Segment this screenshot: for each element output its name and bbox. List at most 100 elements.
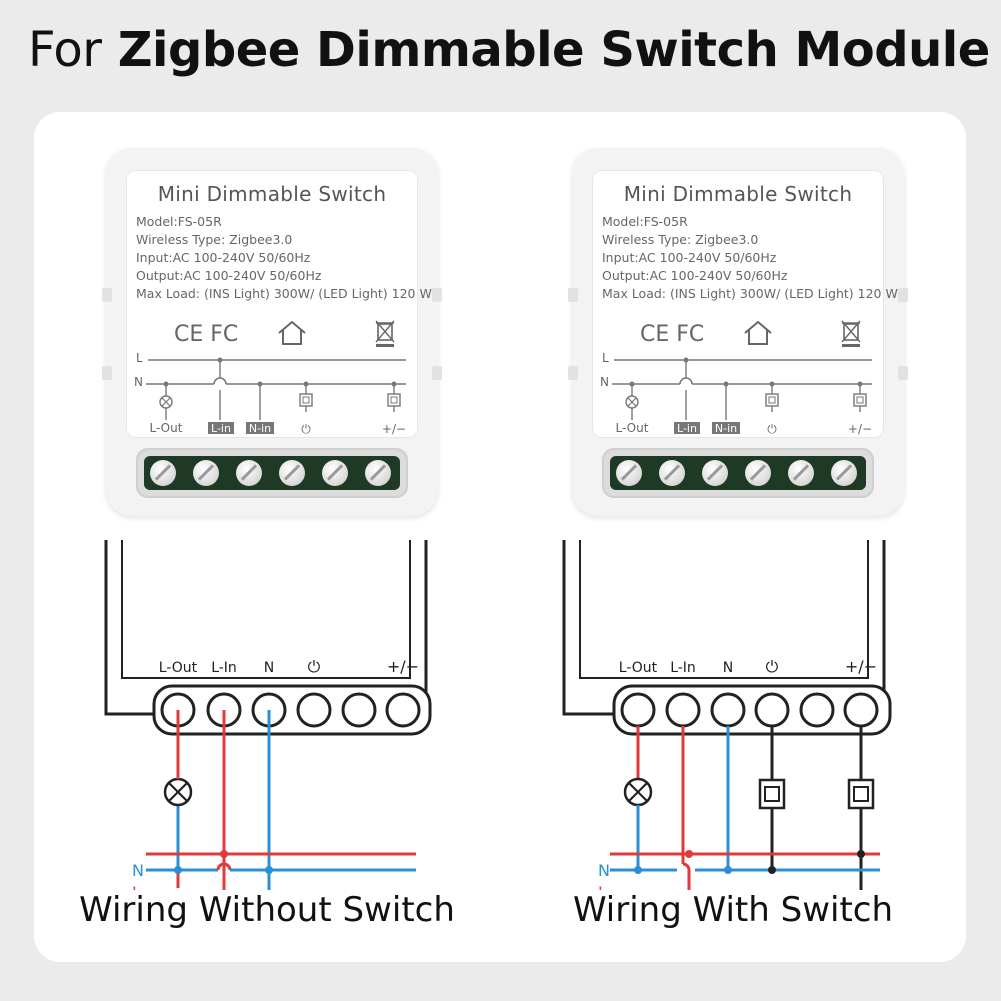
- terminal-label-lout: L-Out: [619, 660, 658, 676]
- mount-tab: [568, 288, 578, 302]
- terminal-screw: [831, 460, 857, 486]
- lamp-icon: [623, 777, 653, 807]
- product-label: Mini Dimmable Switch Model:FS-05R Wirele…: [126, 170, 432, 438]
- spec-maxload: Max Load: (INS Light) 300W/ (LED Light) …: [136, 286, 432, 301]
- label-title: Mini Dimmable Switch: [157, 182, 387, 206]
- schematic-line-n: N: [600, 375, 609, 389]
- terminal-block-insert: [144, 456, 400, 490]
- spec-input: Input:AC 100-240V 50/60Hz: [602, 250, 777, 265]
- module-inner-outline: [579, 540, 869, 679]
- terminal-screw: [745, 460, 771, 486]
- switch-module: Mini Dimmable Switch Model:FS-05R Wirele…: [568, 148, 908, 516]
- product-card: Mini Dimmable Switch Model:FS-05R Wirele…: [34, 112, 966, 962]
- spec-output: Output:AC 100-240V 50/60Hz: [136, 268, 322, 283]
- push-button-icon: [758, 778, 786, 810]
- push-button-icon: [847, 778, 875, 810]
- schematic-term-lout: L-Out: [616, 421, 649, 435]
- spec-input: Input:AC 100-240V 50/60Hz: [136, 250, 311, 265]
- panel-without-switch: Mini Dimmable Switch Model:FS-05R Wirele…: [34, 112, 500, 962]
- lamp-icon: [163, 777, 193, 807]
- product-label: Mini Dimmable Switch Model:FS-05R Wirele…: [592, 170, 898, 438]
- spec-model: Model:FS-05R: [136, 214, 222, 229]
- terminal-plus-minus: [385, 692, 421, 728]
- schematic-term-power: ⏻: [301, 422, 311, 436]
- bus-label-n: N: [132, 861, 144, 880]
- mount-tab: [432, 288, 442, 302]
- spec-wireless: Wireless Type: Zigbee3.0: [136, 232, 293, 247]
- schematic-term-lout: L-Out: [150, 421, 183, 435]
- schematic-line-l: L: [602, 351, 609, 365]
- schematic-line-l: L: [136, 351, 143, 365]
- spec-model: Model:FS-05R: [602, 214, 688, 229]
- terminal-block: [136, 448, 408, 498]
- mount-tab: [898, 366, 908, 380]
- lamp-icon: [625, 395, 639, 409]
- terminal-screw: [279, 460, 305, 486]
- schematic-term-pm: +/−: [382, 422, 406, 436]
- terminal-label-lin: L-In: [211, 660, 237, 676]
- page-title-lead: For: [28, 22, 102, 78]
- page-title: For Zigbee Dimmable Switch Module: [28, 22, 990, 78]
- wiring-bus-left: N L: [132, 730, 416, 890]
- schematic-term-lin: L-in: [211, 422, 231, 435]
- spec-maxload: Max Load: (INS Light) 300W/ (LED Light) …: [602, 286, 898, 301]
- weee-bin-icon: [375, 320, 395, 347]
- weee-bin-icon: [841, 320, 861, 347]
- push-button-icon: [299, 393, 313, 407]
- terminal-unused: [799, 692, 835, 728]
- page-title-main: Zigbee Dimmable Switch Module: [117, 22, 991, 78]
- label-schematic: L N: [134, 351, 406, 436]
- mount-tab: [568, 366, 578, 380]
- push-button-icon: [853, 393, 867, 407]
- terminal-block-insert: [610, 456, 866, 490]
- terminal-screw: [236, 460, 262, 486]
- push-button-icon: [765, 393, 779, 407]
- schematic-term-nin: N-in: [715, 422, 737, 435]
- label-title: Mini Dimmable Switch: [623, 182, 853, 206]
- terminal-screw: [365, 460, 391, 486]
- terminal-label-lout: L-Out: [159, 660, 198, 676]
- terminal-screw: [616, 460, 642, 486]
- terminal-block: [602, 448, 874, 498]
- panel-with-switch: Mini Dimmable Switch Model:FS-05R Wirele…: [500, 112, 966, 962]
- spec-wireless: Wireless Type: Zigbee3.0: [602, 232, 759, 247]
- caption-without-switch: Wiring Without Switch: [79, 890, 455, 930]
- module-inner-outline: [121, 540, 411, 679]
- switch-module: Mini Dimmable Switch Model:FS-05R Wirele…: [102, 148, 442, 516]
- terminal-label-power: ⏻: [308, 657, 321, 676]
- ce-fcc-marks: CE FC: [174, 322, 239, 347]
- mount-tab: [432, 366, 442, 380]
- terminal-minus-plus-a: [341, 692, 377, 728]
- live-bus-lines: [146, 850, 880, 858]
- schematic-term-lin: L-in: [677, 422, 697, 435]
- schematic-line-n: N: [134, 375, 143, 389]
- terminal-screw: [788, 460, 814, 486]
- schematic-term-nin: N-in: [249, 422, 271, 435]
- push-button-icon: [387, 393, 401, 407]
- terminal-screw: [193, 460, 219, 486]
- label-schematic: L N: [600, 351, 872, 436]
- schematic-term-pm: +/−: [848, 422, 872, 436]
- terminal-power: [296, 692, 332, 728]
- bus-label-l: L: [132, 883, 141, 890]
- caption-with-switch: Wiring With Switch: [572, 890, 894, 930]
- terminal-screw: [322, 460, 348, 486]
- terminal-label-n: N: [723, 660, 733, 676]
- house-icon: [278, 320, 306, 345]
- schematic-term-power: ⏻: [767, 422, 777, 436]
- terminal-screw: [702, 460, 728, 486]
- wiring-diagram-with-switch: L-Out L-In N ⏻ +/−: [562, 540, 892, 736]
- terminal-label-pm: +/−: [845, 657, 877, 676]
- bus-label-l: L: [598, 883, 607, 890]
- terminal-label-lin: L-In: [670, 660, 696, 676]
- house-icon: [744, 320, 772, 345]
- mount-tab: [898, 288, 908, 302]
- lamp-icon: [159, 395, 173, 409]
- bus-label-n: N: [598, 861, 610, 880]
- terminal-screw: [150, 460, 176, 486]
- wiring-diagram-without-switch: L-Out L-In N ⏻ +/−: [104, 540, 432, 890]
- terminal-label-n: N: [264, 660, 274, 676]
- mount-tab: [102, 366, 112, 380]
- terminal-label-power: ⏻: [766, 657, 779, 676]
- mount-tab: [102, 288, 112, 302]
